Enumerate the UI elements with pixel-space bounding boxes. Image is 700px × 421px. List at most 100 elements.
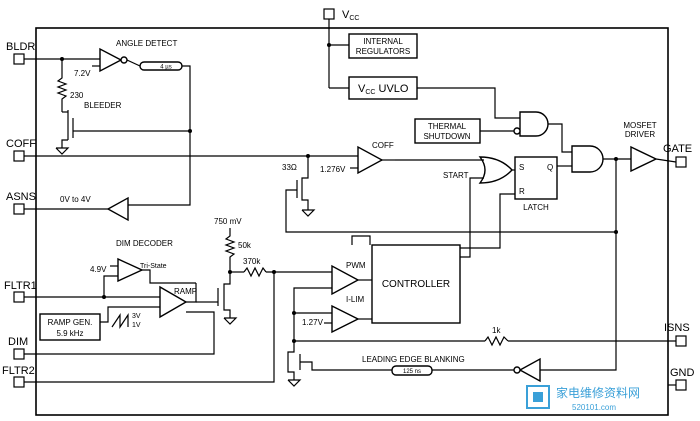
controller-label: CONTROLLER	[382, 279, 450, 290]
v-3v-label: 3V	[132, 313, 141, 320]
tri-state-output-wire	[142, 269, 196, 284]
bleeder-to-gnd-wire	[61, 139, 68, 148]
mosfet-driver-buffer	[630, 145, 658, 173]
ground-symbol	[55, 147, 70, 155]
coff-comp-label: COFF	[372, 141, 394, 150]
delay-4us-label: 4 µs	[160, 65, 171, 71]
ilim-comparator	[331, 304, 360, 334]
junction-dot	[614, 230, 618, 234]
pwm-comparator	[331, 264, 360, 296]
v-1v-label: 1V	[132, 322, 141, 329]
pwm-label: PWM	[346, 261, 366, 270]
thermal-shutdown-line1: THERMAL	[428, 122, 467, 131]
angle-detect-label: ANGLE DETECT	[116, 39, 177, 48]
thermal-shutdown-line2: SHUTDOWN	[423, 132, 470, 141]
ramp-comparator	[159, 285, 188, 319]
pin-vcc-label: VCC	[342, 9, 359, 22]
r-230-label: 230	[70, 91, 84, 100]
ramp-gen-line2: 5.9 kHz	[56, 329, 83, 338]
ramp-label: RAMP	[174, 287, 197, 296]
gate-to-leb-wire	[540, 232, 617, 371]
uvlo-to-and-wire	[417, 87, 520, 119]
fltr1-to-tri-state-wire	[103, 275, 118, 297]
coff-comparator	[357, 145, 384, 175]
controller-to-or-wire	[460, 177, 484, 258]
vcc-uvlo-label: VCC UVLO	[358, 83, 409, 96]
resistor-50k	[224, 228, 236, 268]
leb-delay-label: 125 ns	[403, 369, 421, 375]
watermark: 家电维修资料网 520101.com	[526, 385, 640, 412]
ground-symbol	[287, 379, 302, 387]
controller-to-pwm-wire	[351, 235, 371, 245]
v-4-9-label: 4.9V	[90, 265, 107, 274]
watermark-logo-icon	[533, 392, 543, 402]
pin-gate[interactable]	[675, 156, 687, 168]
dim-decoder-label: DIM DECODER	[116, 239, 173, 248]
mosfet-driver-line1: MOSFET	[623, 121, 656, 130]
junction-dot	[292, 311, 296, 315]
coff-discharge-gate-wire	[285, 189, 616, 233]
pin-gnd[interactable]	[675, 379, 687, 391]
pin-fltr2[interactable]	[13, 376, 25, 388]
latch-r: R	[519, 187, 525, 196]
internal-regulators-line2: REGULATORS	[356, 47, 410, 56]
pin-dim-label: DIM	[8, 336, 28, 348]
r-1k-label: 1k	[492, 326, 501, 335]
v-7-2-label: 7.2V	[74, 69, 91, 78]
bleeder-label: BLEEDER	[84, 101, 122, 110]
sr-latch	[514, 156, 558, 200]
controller-block	[371, 244, 461, 324]
pin-isns-label: ISNS	[664, 322, 690, 334]
and-gate-enable	[519, 111, 549, 137]
isns-feedback-wire	[293, 287, 332, 342]
thermal-shutdown-block	[414, 118, 481, 144]
leb-inverter	[518, 357, 541, 383]
coff-discharge-mosfet	[301, 156, 309, 210]
v-750mv-label: 750 mV	[214, 217, 242, 226]
pin-isns[interactable]	[675, 335, 687, 347]
pin-coff[interactable]	[13, 150, 25, 162]
pin-coff-label: COFF	[6, 138, 36, 150]
dim-mosfet	[223, 268, 231, 318]
pin-vcc[interactable]	[323, 8, 335, 20]
mosfet-driver-line2: DRIVER	[625, 130, 655, 139]
resistor-370k	[243, 266, 267, 278]
pin-fltr2-label: FLTR2	[2, 365, 35, 377]
ramp-gen-block	[39, 313, 101, 341]
pin-asns[interactable]	[13, 203, 25, 215]
pin-asns-label: ASNS	[6, 191, 36, 203]
r-33-label: 33Ω	[282, 163, 297, 172]
and-gate-output	[571, 145, 604, 173]
pin-gate-label: GATE	[663, 143, 692, 155]
dim-wire	[24, 311, 215, 355]
comparator-bubble	[120, 56, 128, 64]
leb-label: LEADING EDGE BLANKING	[362, 355, 465, 364]
watermark-url: 520101.com	[572, 403, 616, 412]
tri-state-label: Tri-State	[140, 263, 167, 270]
ramp-gen-line1: RAMP GEN.	[48, 318, 93, 327]
asns-buffer	[106, 196, 129, 222]
v-1-27-label: 1.27V	[302, 318, 324, 327]
inverter-bubble	[513, 366, 521, 374]
leb-mosfet	[287, 341, 295, 380]
resistor-230	[56, 59, 68, 112]
ilim-label: I-LIM	[346, 295, 365, 304]
sawtooth-symbol	[111, 313, 129, 329]
enable-to-and2-wire	[548, 123, 572, 153]
zero-to-4v-label: 0V to 4V	[60, 195, 91, 204]
pin-gnd-label: GND	[670, 367, 695, 379]
leb-to-mosfet-wire	[300, 361, 392, 371]
latch-q: Q	[547, 163, 553, 172]
ramp-gen-wire	[100, 306, 160, 323]
ground-symbol	[301, 209, 316, 217]
pin-fltr1[interactable]	[13, 291, 25, 303]
start-label: START	[443, 171, 469, 180]
pin-bldr-label: BLDR	[6, 41, 35, 53]
or-gate-start	[478, 156, 513, 184]
pin-bldr[interactable]	[13, 53, 25, 65]
r-370k-label: 370k	[243, 257, 261, 266]
pin-dim[interactable]	[13, 348, 25, 360]
v-1-276-label: 1.276V	[320, 165, 346, 174]
junction-dot	[614, 157, 618, 161]
